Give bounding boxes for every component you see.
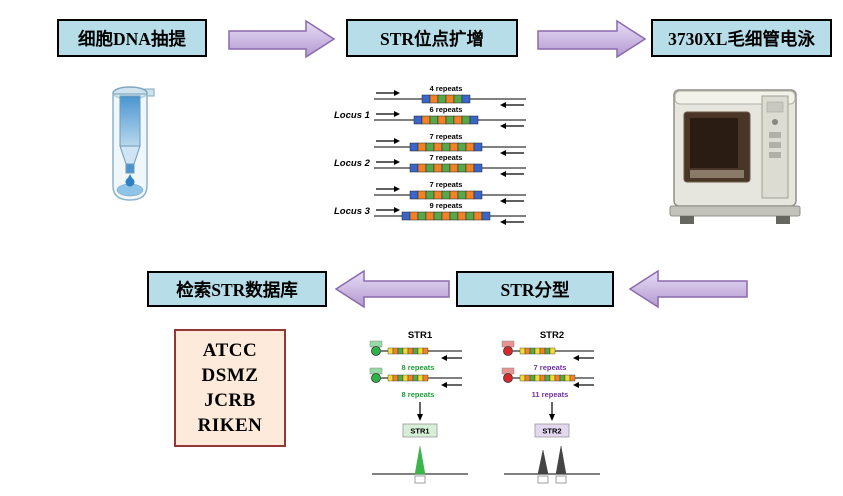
svg-text:6 repeats: 6 repeats	[430, 105, 463, 114]
database-name-dsmz: DSMZ	[201, 364, 259, 386]
svg-text:9 repeats: 9 repeats	[430, 201, 463, 210]
svg-text:4 repeats: 4 repeats	[430, 84, 463, 93]
database-name-riken: RIKEN	[197, 414, 263, 436]
step-str-typing: STR分型	[456, 271, 614, 307]
database-name-atcc: ATCC	[202, 339, 258, 361]
arrow-right-step2-step3-icon	[537, 19, 647, 59]
svg-text:7 repeats: 7 repeats	[430, 180, 463, 189]
svg-text:STR2: STR2	[540, 330, 564, 341]
svg-text:8 repeats: 8 repeats	[402, 390, 435, 399]
svg-text:8 repeats: 8 repeats	[402, 363, 435, 372]
svg-text:STR2: STR2	[542, 427, 561, 436]
arrow-right-step1-step2-icon	[228, 19, 336, 59]
svg-text:STR1: STR1	[408, 330, 433, 341]
svg-text:Locus 1: Locus 1	[334, 110, 370, 121]
svg-text:STR1: STR1	[410, 427, 429, 436]
step-dna-extraction: 细胞DNA抽提	[57, 19, 207, 57]
svg-text:7 repeats: 7 repeats	[430, 153, 463, 162]
step-search-str-database: 检索STR数据库	[147, 271, 327, 307]
svg-text:11 repeats: 11 repeats	[532, 390, 569, 399]
database-list-box: ATCC DSMZ JCRB RIKEN	[174, 329, 286, 447]
svg-text:7 repeats: 7 repeats	[534, 363, 567, 372]
spin-column-image	[112, 86, 155, 201]
svg-text:Locus 3: Locus 3	[334, 206, 371, 217]
step-str-amplification: STR位点扩增	[346, 19, 518, 57]
svg-text:7 repeats: 7 repeats	[430, 132, 463, 141]
arrow-left-step3-step4-icon	[628, 269, 748, 309]
step-capillary-electrophoresis: 3730XL毛细管电泳	[651, 19, 832, 57]
database-name-jcrb: JCRB	[204, 389, 256, 411]
svg-text:Locus 2: Locus 2	[334, 158, 371, 169]
sequencer-image	[669, 89, 801, 224]
arrow-left-step4-step5-icon	[334, 269, 450, 309]
